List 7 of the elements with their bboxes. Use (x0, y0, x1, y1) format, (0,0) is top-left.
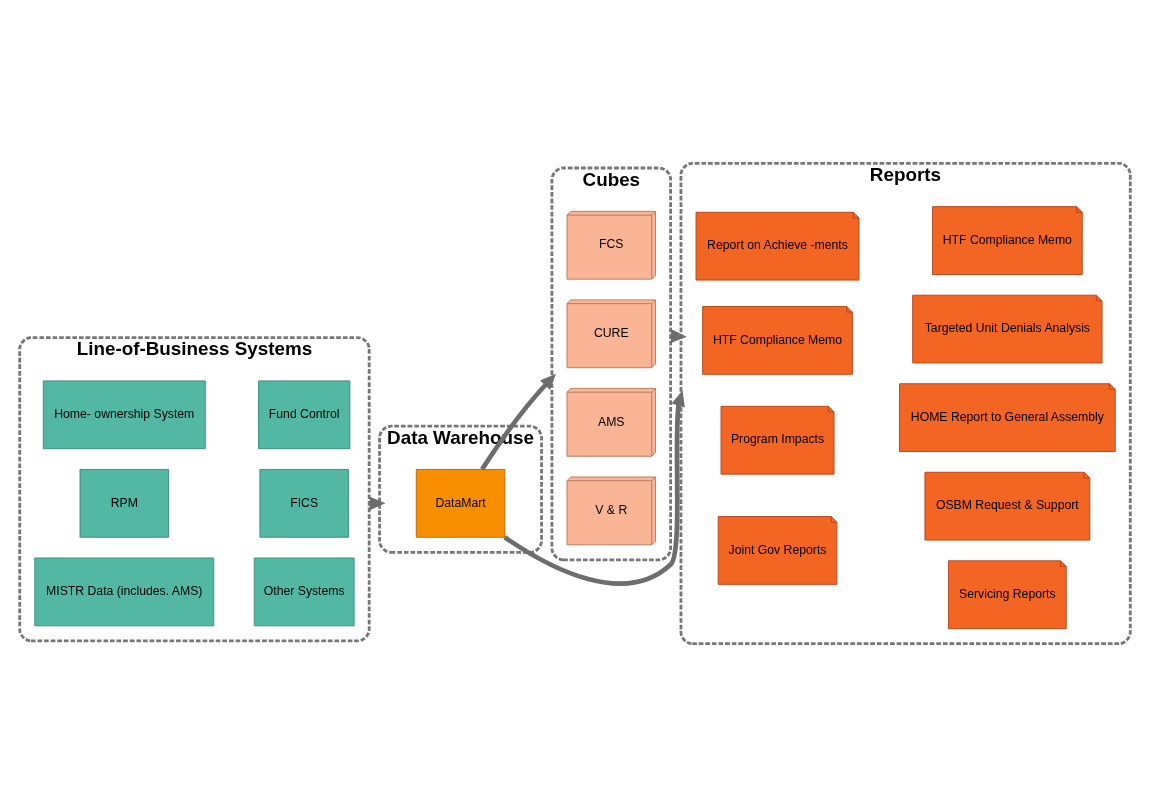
node-box: RPM (79, 468, 169, 538)
node-box: FICS (259, 468, 349, 538)
node-box: Home- ownership System (42, 379, 206, 449)
node-box: MISTR Data (includes. AMS) (34, 557, 215, 626)
node-box: Other Systems (253, 557, 355, 626)
node-box: Fund Control (258, 379, 351, 449)
node-box: DataMart (415, 468, 506, 538)
